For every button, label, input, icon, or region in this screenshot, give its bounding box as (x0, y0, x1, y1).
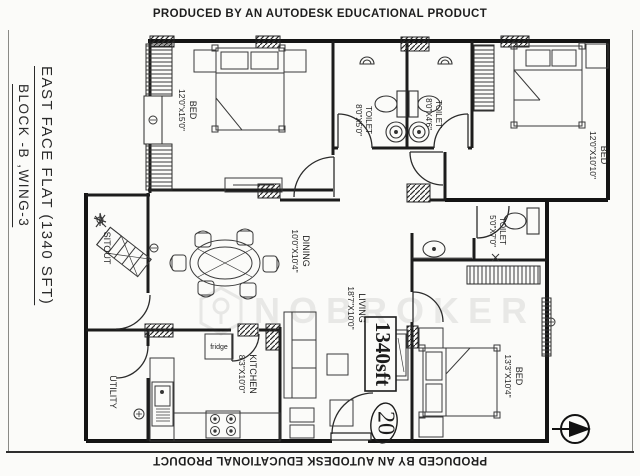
shower-symbol-1 (359, 56, 375, 65)
bed1-label: BED 12'0"x15'0" (177, 89, 198, 131)
wash-basin (412, 240, 472, 259)
toilet2-label: TOILET 8'0"X4'6" (424, 98, 443, 130)
bed1-window-lower (145, 143, 173, 191)
utility-door (115, 345, 149, 379)
svg-text:8'0"X5'0": 8'0"X5'0" (354, 104, 363, 136)
bed1-window-upper (145, 43, 173, 97)
kitchen-fixtures (149, 333, 281, 442)
svg-text:8'3"X10'0": 8'3"X10'0" (237, 355, 247, 394)
doors (115, 113, 510, 441)
svg-text:TOILET: TOILET (498, 217, 507, 245)
svg-text:DINING: DINING (301, 235, 311, 267)
toilet-fixtures (359, 56, 540, 259)
autodesk-banner-top: PRODUCED BY AN AUTODESK EDUCATIONAL PROD… (152, 8, 488, 20)
bed1-dresser (224, 177, 283, 193)
wall-symbols (133, 115, 556, 420)
bed3-door (412, 291, 444, 323)
svg-text:5'0"X7'0": 5'0"X7'0" (488, 215, 497, 247)
svg-text:8'0"X4'6": 8'0"X4'6" (424, 98, 433, 130)
bed3-furniture (418, 327, 501, 438)
svg-text:BED: BED (599, 146, 609, 165)
toilet1-wc (374, 90, 407, 118)
dining-chair (169, 254, 187, 272)
svg-text:18'7"X10'0": 18'7"X10'0" (346, 286, 356, 329)
dining-chair (194, 230, 212, 248)
dining-chair (262, 255, 280, 273)
kitchen-door (231, 333, 260, 362)
sitout-door (115, 294, 151, 330)
svg-text:TOILET: TOILET (364, 106, 373, 134)
title-block-flat: EAST FACE FLAT (1340 SFT) (38, 66, 55, 306)
toilet1-label: TOILET 8'0"X5'0" (354, 104, 373, 136)
svg-text:KITCHEN: KITCHEN (248, 354, 258, 394)
frame-right (632, 30, 633, 452)
coffee-table (326, 353, 349, 376)
room-labels: BED 12'0"x15'0" TOILET 8'0"X5'0" TOILET … (102, 89, 609, 409)
svg-text:13'3"X10'4": 13'3"X10'4" (503, 354, 513, 397)
sitout-label: SITOUT (102, 232, 112, 265)
plant (93, 212, 107, 228)
svg-text:12'0"x15'0": 12'0"x15'0" (177, 89, 187, 131)
bed2-label: BED 12'0"X10'10" (588, 131, 609, 179)
dining-chair (197, 280, 215, 298)
toilet1-door (337, 113, 373, 149)
single-seat (289, 424, 315, 439)
kitchen-label: KITCHEN 8'3"X10'0" (237, 354, 258, 394)
main-entrance-door (330, 392, 374, 441)
kitchen-counter-left (149, 357, 175, 442)
bed3-east-window (541, 297, 552, 357)
bed3-wardrobe (466, 265, 541, 285)
svg-text:TOILET: TOILET (434, 100, 443, 128)
toilet3-label: TOILET 5'0"X7'0" (488, 215, 507, 247)
toilet3-door (476, 205, 510, 239)
bed2-door (409, 151, 444, 186)
area-box-label: 1340sft (371, 322, 395, 386)
bed2-wardrobe (473, 44, 495, 112)
svg-text:UTILITY: UTILITY (108, 375, 118, 409)
fridge-label: fridge (210, 344, 228, 351)
bed3-label: BED 13'3"X10'4" (503, 354, 524, 397)
stove (205, 410, 241, 439)
utility-label: UTILITY (108, 375, 118, 409)
dining-chair (239, 282, 257, 300)
single-seat (289, 407, 315, 423)
plot-number-label: 20 (372, 411, 398, 435)
kitchen-counter-bottom (173, 412, 281, 442)
svg-text:LIVING: LIVING (357, 293, 367, 323)
frame-left (8, 30, 9, 452)
title-block-wing: BLOCK -B ,WING-3 (16, 84, 31, 228)
bed2-furniture (510, 42, 609, 129)
toilet2-wc (408, 90, 441, 118)
bed1-door (293, 156, 335, 198)
interior-walls (86, 41, 547, 441)
wall-hatches (144, 35, 530, 351)
coffee-table (329, 399, 354, 427)
shower-symbol-2 (437, 56, 453, 65)
living-label: LIVING 18'7"X10'0" (346, 286, 367, 329)
sitout-objects (93, 212, 152, 278)
svg-text:10'0"X10'4": 10'0"X10'4" (290, 229, 300, 272)
fridge-box (204, 333, 234, 360)
svg-text:BED: BED (188, 101, 198, 120)
dining-set (169, 228, 280, 300)
bottom-rule (6, 451, 634, 453)
svg-text:BED: BED (514, 367, 524, 386)
bed1-furniture (193, 44, 307, 193)
exterior-walls (84, 39, 610, 443)
windows-wardrobes (143, 43, 552, 357)
area-box: 1340sft (364, 316, 397, 392)
toilet2-door (433, 113, 469, 149)
toilet1-sink (385, 121, 407, 143)
svg-text:SITOUT: SITOUT (102, 232, 112, 265)
svg-text:12'0"X10'10": 12'0"X10'10" (588, 131, 598, 179)
toilet3-wc (503, 207, 540, 235)
plot-number: 20 (370, 402, 399, 444)
compass-icon (552, 414, 591, 444)
dining-chair (236, 228, 254, 246)
toilet2-sink (408, 121, 430, 143)
sofa (283, 311, 317, 399)
dining-label: DINING 10'0"X10'4" (290, 229, 311, 272)
kitchen-sink (151, 381, 174, 427)
